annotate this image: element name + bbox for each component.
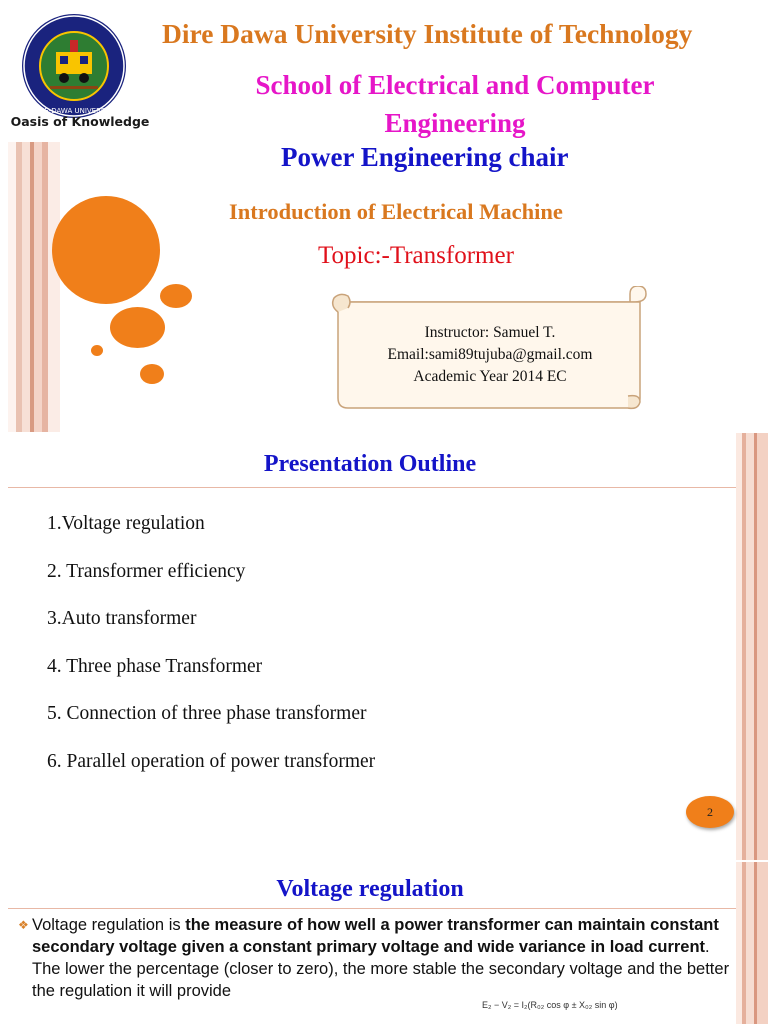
- definition-bold: the measure of how well a power transfor…: [32, 916, 719, 956]
- topic-title: Topic:-Transformer: [318, 242, 514, 269]
- school-name: School of Electrical and Computer Engine…: [200, 66, 710, 142]
- outline-item: 2. Transformer efficiency: [47, 560, 246, 582]
- title-slide: DIRE-DAWA UNIVERSITY Oasis of Knowledge …: [0, 0, 768, 432]
- outline-slide: Presentation Outline 1.Voltage regulatio…: [0, 433, 768, 860]
- voltage-regulation-slide: Voltage regulation ❖ Voltage regulation …: [0, 862, 768, 1024]
- decorative-stripes: [8, 142, 60, 432]
- outline-list: 1.Voltage regulation 2. Transformer effi…: [47, 513, 375, 798]
- decorative-stripes: [736, 862, 768, 1024]
- voltage-regulation-definition: Voltage regulation is the measure of how…: [32, 914, 732, 1002]
- university-name: Dire Dawa University Institute of Techno…: [162, 18, 693, 49]
- title-divider: [8, 908, 736, 909]
- definition-rest: . The lower the percentage (closer to ze…: [32, 938, 730, 1000]
- school-line-1: School of Electrical and Computer: [255, 70, 655, 100]
- logo-motto: Oasis of Knowledge: [10, 114, 150, 129]
- decorative-circle-large: [52, 196, 160, 304]
- course-title: Introduction of Electrical Machine: [229, 199, 563, 224]
- chair-name: Power Engineering chair: [281, 142, 569, 172]
- outline-title: Presentation Outline: [263, 451, 477, 477]
- academic-year: Academic Year 2014 EC: [413, 368, 567, 385]
- voltage-regulation-title: Voltage regulation: [276, 876, 464, 902]
- title-divider: [8, 487, 736, 488]
- page-number-badge: 2: [686, 796, 734, 828]
- instructor-email: Email:sami89tujuba@gmail.com: [387, 346, 593, 363]
- outline-item: 5. Connection of three phase transformer: [47, 703, 367, 724]
- instructor-info: Instructor: Samuel T. Email:sami89tujuba…: [350, 322, 630, 388]
- outline-item: 3.Auto transformer: [47, 608, 197, 629]
- decorative-circle-small-2: [140, 364, 164, 384]
- scroll-banner-icon: [331, 286, 647, 410]
- school-line-2: Engineering: [384, 108, 526, 138]
- regulation-formula: E₂ − V₂ = I₂(R₀₂ cos φ ± X₀₂ sin φ): [482, 1000, 618, 1010]
- bullet-diamond-icon: ❖: [18, 918, 29, 932]
- svg-text:DIRE-DAWA UNIVERSITY: DIRE-DAWA UNIVERSITY: [32, 107, 117, 115]
- decorative-circle-tiny: [91, 345, 103, 356]
- decorative-circle-small: [160, 284, 192, 308]
- instructor-name: Instructor: Samuel T.: [424, 324, 556, 341]
- university-logo-icon: DIRE-DAWA UNIVERSITY: [20, 12, 128, 120]
- definition-intro: Voltage regulation is: [32, 916, 186, 934]
- outline-item: 6. Parallel operation of power transform…: [47, 750, 376, 772]
- outline-item: 1.Voltage regulation: [47, 513, 205, 534]
- outline-item: 4. Three phase Transformer: [47, 655, 263, 677]
- decorative-circle-medium: [110, 307, 165, 348]
- decorative-stripes: [736, 433, 768, 860]
